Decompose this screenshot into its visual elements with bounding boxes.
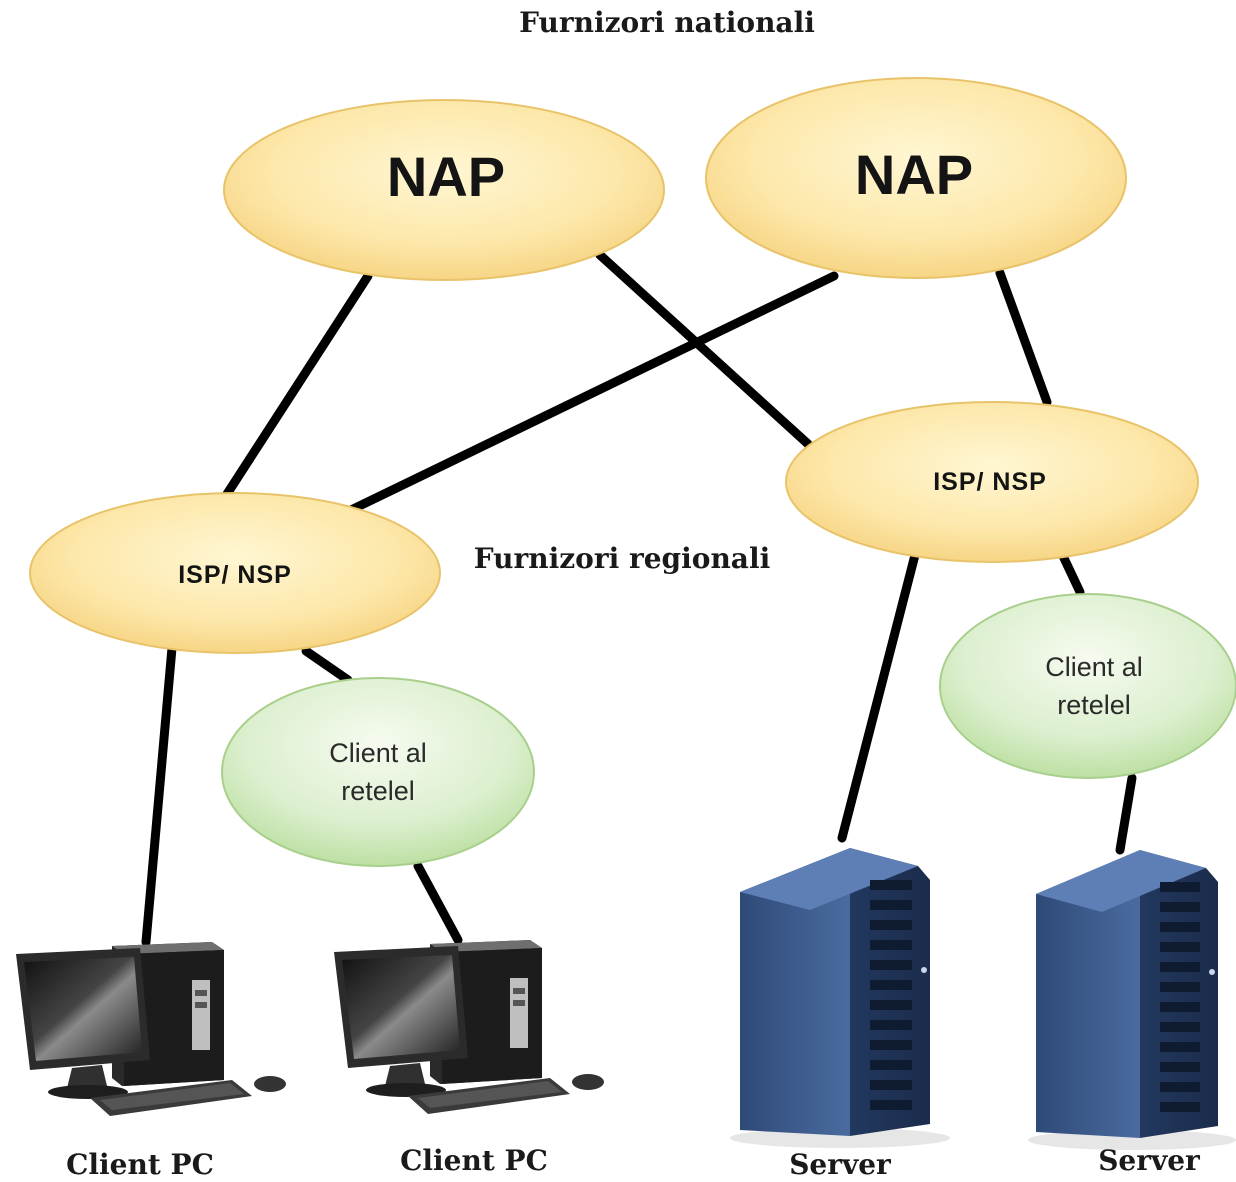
link-nap-left-to-isp-right	[595, 250, 813, 449]
network-client-left-line1: Client al	[329, 738, 427, 768]
client-pc-left-icon	[16, 942, 286, 1116]
link-client-left-to-pc-right	[413, 861, 463, 945]
nap-node-right: NAP	[705, 77, 1127, 279]
server-right-icon	[1028, 850, 1236, 1150]
client-pc-left-label: Client PC	[66, 1148, 214, 1181]
link-isp-right-to-server-left	[837, 550, 920, 843]
link-nap-right-to-isp-left	[346, 271, 839, 515]
network-client-right: Client al retelel	[939, 593, 1236, 779]
link-isp-left-to-pc-left	[141, 643, 177, 947]
client-pc-right-label: Client PC	[400, 1144, 548, 1177]
server-left-icon	[730, 848, 950, 1148]
link-nap-left-to-isp-left	[222, 271, 373, 499]
network-client-right-line2: retelel	[1057, 690, 1131, 720]
links	[141, 250, 1137, 947]
isp-node-right: ISP/ NSP	[785, 401, 1199, 563]
network-client-right-line1: Client al	[1045, 652, 1143, 682]
isp-right-label: ISP/ NSP	[933, 468, 1047, 496]
link-client-right-to-server-right	[1115, 773, 1137, 855]
link-isp-left-to-client-left	[301, 646, 353, 685]
client-pc-right-icon	[334, 940, 604, 1114]
link-isp-right-to-client-right	[1058, 551, 1085, 597]
network-client-left: Client al retelel	[221, 677, 535, 867]
isp-node-left: ISP/ NSP	[29, 492, 441, 654]
national-providers-label: Furnizori nationali	[519, 6, 815, 39]
regional-providers-label: Furnizori regionali	[474, 542, 770, 575]
server-right-label: Server	[1098, 1144, 1201, 1177]
server-left-label: Server	[789, 1148, 892, 1181]
nap-right-label: NAP	[855, 143, 973, 206]
nap-node-left: NAP	[223, 99, 665, 281]
link-nap-right-to-isp-right	[995, 268, 1052, 407]
nap-left-label: NAP	[387, 145, 505, 208]
isp-left-label: ISP/ NSP	[178, 561, 292, 589]
network-client-left-line2: retelel	[341, 776, 415, 806]
